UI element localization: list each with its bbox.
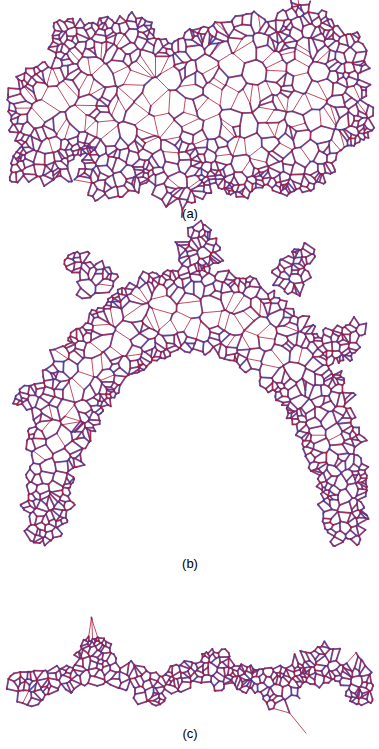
foam-network-illustration	[0, 0, 379, 749]
